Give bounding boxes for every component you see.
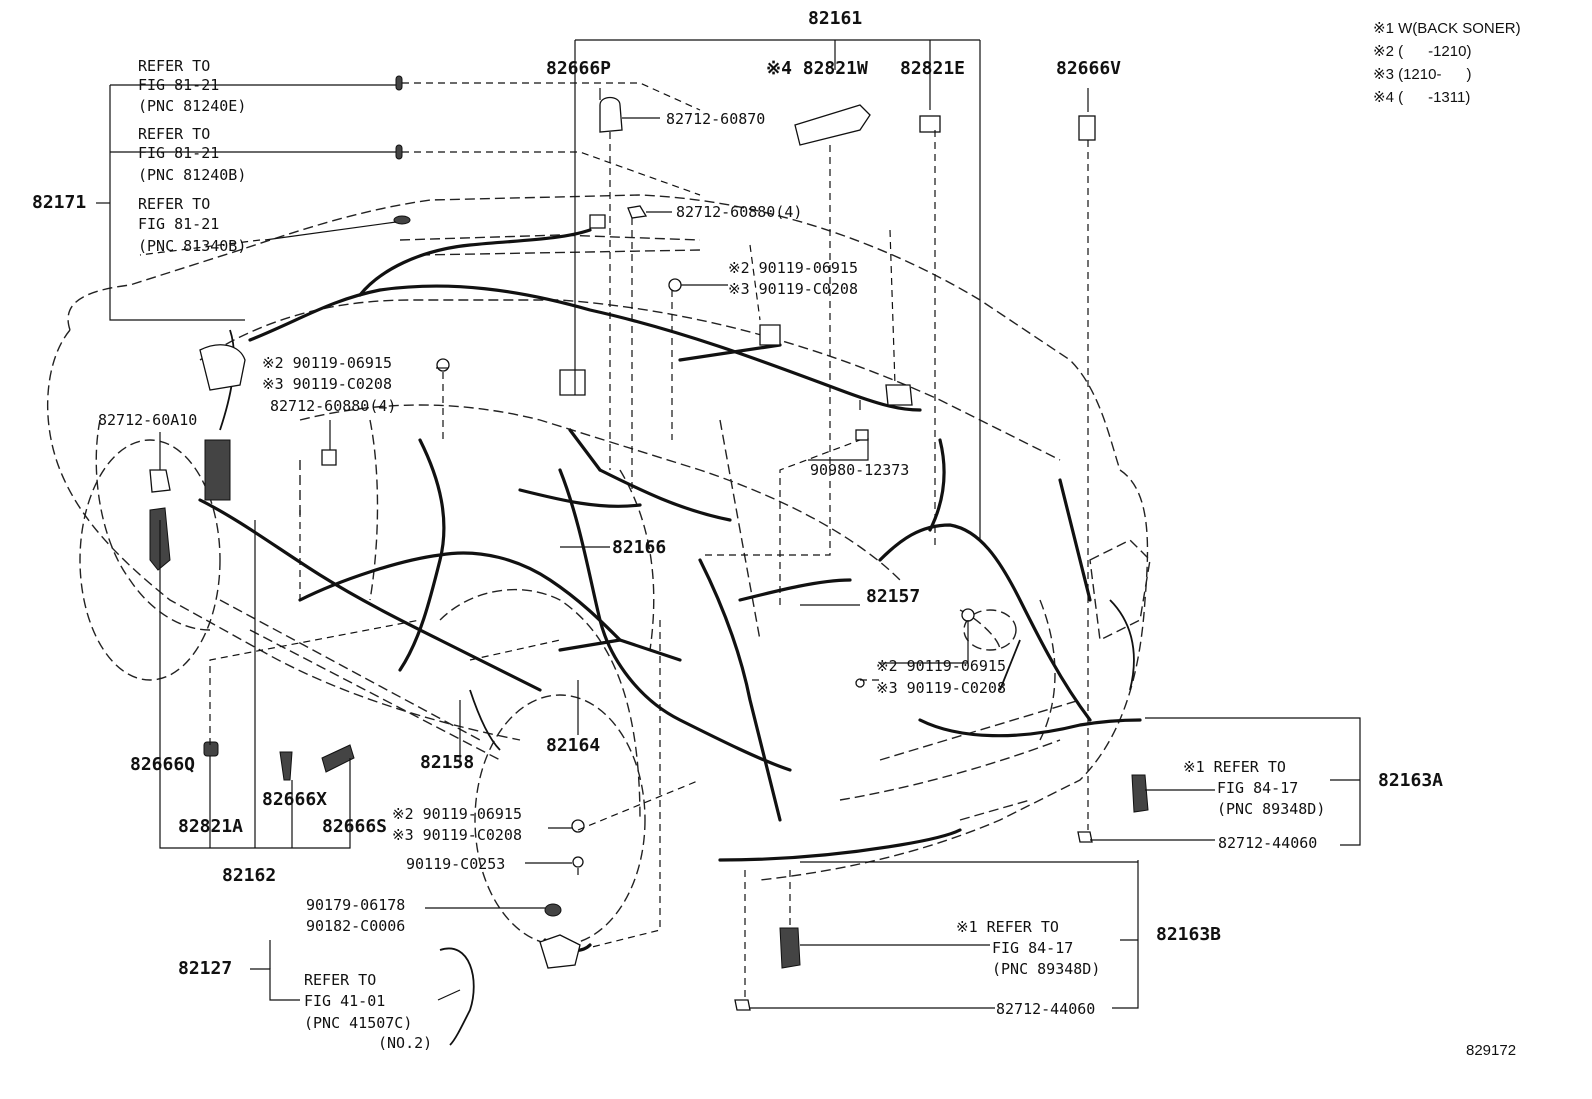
part-90119-06915-top[interactable]: ※2 90119-06915 xyxy=(728,259,858,277)
part-82161[interactable]: 82161 xyxy=(808,8,863,29)
legend-note-3: ※3 (1210- ) xyxy=(1373,66,1472,83)
part-82171[interactable]: 82171 xyxy=(32,192,87,213)
part-82164[interactable]: 82164 xyxy=(546,735,601,756)
legend-note-2: ※2 ( -1210) xyxy=(1373,43,1472,60)
part-82712-44060-b[interactable]: 82712-44060 xyxy=(996,1000,1096,1018)
part-90119-C0208-right[interactable]: ※3 90119-C0208 xyxy=(876,679,1006,697)
part-82666Q[interactable]: 82666Q xyxy=(130,754,196,775)
reference-fig-41-01-line3: (PNC 41507C) xyxy=(304,1014,413,1032)
legend-note-1: ※1 W(BACK SONER) xyxy=(1373,20,1521,37)
figure-number: 829172 xyxy=(1466,1042,1517,1059)
part-82821E[interactable]: 82821E xyxy=(900,58,966,79)
part-82127[interactable]: 82127 xyxy=(178,958,233,979)
part-82163B[interactable]: 82163B xyxy=(1156,924,1222,945)
reference-fig-81-21-a-line1: REFER TO xyxy=(138,57,211,75)
part-90119-C0208-low[interactable]: ※3 90119-C0208 xyxy=(392,826,522,844)
reference-fig-81-21-c-line3: (PNC 81340B) xyxy=(138,237,247,255)
guide-lines xyxy=(139,82,1089,1000)
part-90119-06915-right[interactable]: ※2 90119-06915 xyxy=(876,657,1006,675)
part-90119-06915-mid[interactable]: ※2 90119-06915 xyxy=(262,354,392,372)
main-harness xyxy=(198,228,1142,1046)
part-82712-60880-top[interactable]: 82712-60880(4) xyxy=(676,203,803,221)
part-82666X[interactable]: 82666X xyxy=(262,789,328,810)
part-90119-C0208-top[interactable]: ※3 90119-C0208 xyxy=(728,280,858,298)
leader-lines xyxy=(96,39,1361,1009)
reference-fig-81-21-b-line2[interactable]: FIG 81-21 xyxy=(138,144,220,162)
reference-fig-81-21-a-line2[interactable]: FIG 81-21 xyxy=(138,76,220,94)
part-90179-06178[interactable]: 90179-06178 xyxy=(306,896,406,914)
part-82666P[interactable]: 82666P xyxy=(546,58,612,79)
part-82712-60880-mid[interactable]: 82712-60880(4) xyxy=(270,397,397,415)
part-82163A[interactable]: 82163A xyxy=(1378,770,1444,791)
reference-fig-81-21-b-line1: REFER TO xyxy=(138,125,211,143)
part-82166[interactable]: 82166 xyxy=(612,537,667,558)
reference-fig-84-17-b-line2[interactable]: FIG 84-17 xyxy=(992,939,1074,957)
part-82666V[interactable]: 82666V xyxy=(1056,58,1122,79)
part-82712-44060-a[interactable]: 82712-44060 xyxy=(1218,834,1318,852)
reference-fig-84-17-b-line3: (PNC 89348D) xyxy=(992,960,1101,978)
reference-fig-81-21-c-line2[interactable]: FIG 81-21 xyxy=(138,215,220,233)
part-82712-60A10[interactable]: 82712-60A10 xyxy=(98,411,198,429)
part-82666S[interactable]: 82666S xyxy=(322,816,388,837)
part-90119-C0253[interactable]: 90119-C0253 xyxy=(406,855,506,873)
part-90119-06915-low[interactable]: ※2 90119-06915 xyxy=(392,805,522,823)
part-90182-C0006[interactable]: 90182-C0006 xyxy=(306,917,406,935)
reference-fig-84-17-a-line3: (PNC 89348D) xyxy=(1217,800,1326,818)
reference-fig-84-17-a-line2[interactable]: FIG 84-17 xyxy=(1217,779,1299,797)
reference-fig-81-21-a-line3: (PNC 81240E) xyxy=(138,97,247,115)
part-82821W[interactable]: ※4 82821W xyxy=(766,58,868,79)
reference-fig-41-01-line4: (NO.2) xyxy=(378,1034,433,1052)
reference-fig-84-17-b-line1: ※1 REFER TO xyxy=(956,918,1059,936)
part-90119-C0208-mid[interactable]: ※3 90119-C0208 xyxy=(262,375,392,393)
part-82712-60870[interactable]: 82712-60870 xyxy=(666,110,766,128)
legend-note-4: ※4 ( -1311) xyxy=(1373,89,1471,106)
part-82821A[interactable]: 82821A xyxy=(178,816,244,837)
reference-fig-41-01-line2[interactable]: FIG 41-01 xyxy=(304,992,386,1010)
reference-fig-84-17-a-line1: ※1 REFER TO xyxy=(1183,758,1286,776)
reference-fig-41-01-line1: REFER TO xyxy=(304,971,377,989)
part-82157[interactable]: 82157 xyxy=(866,586,921,607)
reference-fig-81-21-c-line1: REFER TO xyxy=(138,195,211,213)
part-82158[interactable]: 82158 xyxy=(420,752,475,773)
part-90980-12373[interactable]: 90980-12373 xyxy=(810,461,910,479)
part-82162[interactable]: 82162 xyxy=(222,865,277,886)
reference-fig-81-21-b-line3: (PNC 81240B) xyxy=(138,166,247,184)
